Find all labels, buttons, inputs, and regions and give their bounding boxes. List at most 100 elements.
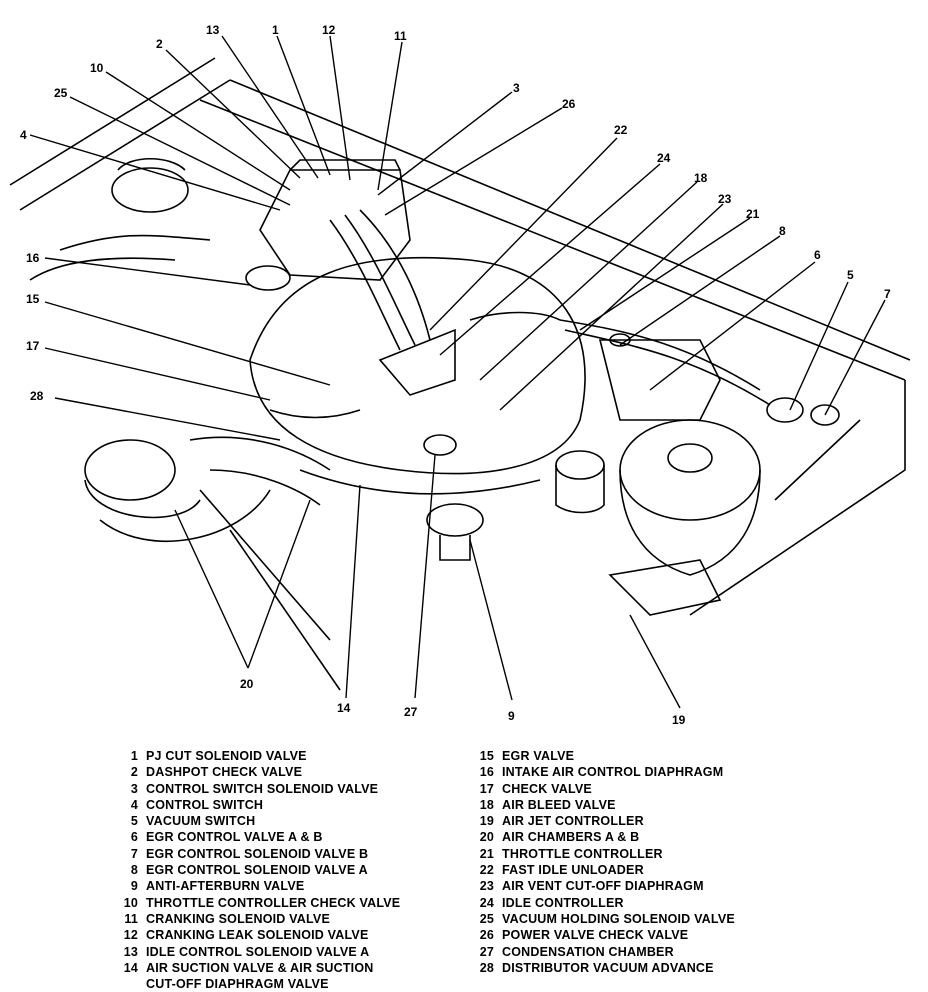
legend-label: DASHPOT CHECK VALVE (146, 765, 303, 780)
callout-15: 15 (26, 292, 40, 306)
legend-number: 3 (130, 781, 138, 796)
callout-13: 13 (206, 23, 220, 37)
legend-number: 15 (479, 749, 494, 763)
legend-item: 3 CONTROL SWITCH SOLENOID VALVE (112, 781, 400, 797)
legend-item: 4 CONTROL SWITCH (112, 797, 400, 813)
legend-number: 11 (124, 911, 138, 926)
legend-number: 26 (479, 928, 494, 943)
legend-number: 5 (130, 814, 138, 829)
legend-number: 19 (479, 814, 494, 829)
legend-number: 6 (130, 830, 138, 845)
callout-19: 19 (672, 713, 686, 727)
legend-item: 22 FAST IDLE UNLOADER (468, 862, 735, 878)
legend-number: 13 (123, 944, 138, 959)
callout-4: 4 (20, 128, 27, 142)
legend-item: 20 AIR CHAMBERS A & B (468, 829, 735, 845)
legend-number: 27 (479, 944, 494, 959)
callout-24: 24 (657, 151, 671, 165)
legend-label: EGR VALVE (502, 749, 575, 763)
callout-26: 26 (562, 97, 576, 111)
legend-item: 8 EGR CONTROL SOLENOID VALVE A (112, 862, 400, 878)
legend-item: 15 EGR VALVE (468, 748, 735, 764)
legend-label: INTAKE AIR CONTROL DIAPHRAGM (502, 765, 724, 780)
legend-label: THROTTLE CONTROLLER CHECK VALVE (146, 895, 401, 910)
legend-label: CONTROL SWITCH SOLENOID VALVE (146, 781, 379, 796)
legend-number: 12 (123, 928, 138, 943)
legend-item: 14 AIR SUCTION VALVE & AIR SUCTION (112, 960, 400, 976)
legend-number: 14 (123, 960, 138, 975)
legend-label: AIR SUCTION VALVE & AIR SUCTION (146, 960, 374, 975)
callout-22: 22 (614, 123, 628, 137)
legend-number: 10 (123, 895, 138, 910)
legend-label: THROTTLE CONTROLLER (502, 846, 663, 861)
legend-number: 22 (479, 863, 494, 878)
callout-6: 6 (814, 248, 821, 262)
callout-16: 16 (26, 251, 40, 265)
legend-label: DISTRIBUTOR VACUUM ADVANCE (502, 960, 714, 975)
legend-label: AIR BLEED VALVE (502, 797, 616, 812)
callout-labels: 13 1 12 11 2 10 25 3 26 4 22 24 18 23 21… (20, 23, 891, 727)
legend-label: POWER VALVE CHECK VALVE (502, 928, 689, 943)
legend-label: CHECK VALVE (502, 781, 592, 796)
legend-number: 24 (479, 895, 494, 910)
callout-1: 1 (272, 23, 279, 37)
leader-lines (29, 35, 886, 709)
legend-label: CRANKING LEAK SOLENOID VALVE (146, 928, 369, 943)
callout-17: 17 (26, 339, 40, 353)
legend-label: AIR CHAMBERS A & B (502, 830, 640, 845)
legend-item: 25 VACUUM HOLDING SOLENOID VALVE (468, 911, 735, 927)
legend-item: 26 POWER VALVE CHECK VALVE (468, 927, 735, 943)
legend-label: EGR CONTROL SOLENOID VALVE A (146, 863, 368, 878)
callout-27: 27 (404, 705, 418, 719)
legend-label: CRANKING SOLENOID VALVE (146, 911, 331, 926)
legend-item: 16 INTAKE AIR CONTROL DIAPHRAGM (468, 764, 735, 780)
callout-25: 25 (54, 86, 68, 100)
legend-item: 12 CRANKING LEAK SOLENOID VALVE (112, 927, 400, 943)
legend-number: 4 (130, 797, 138, 812)
legend-item: 1 PJ CUT SOLENOID VALVE (112, 748, 400, 764)
legend-item: 18 AIR BLEED VALVE (468, 797, 735, 813)
legend-number: 16 (479, 765, 494, 780)
parts-legend: 1 PJ CUT SOLENOID VALVE 2 DASHPOT CHECK VA… (0, 748, 928, 992)
legend-number: 28 (479, 960, 494, 975)
legend-number: 8 (130, 863, 138, 878)
legend-label: VACUUM HOLDING SOLENOID VALVE (502, 911, 735, 926)
legend-item: 17 CHECK VALVE (468, 781, 735, 797)
callout-8: 8 (779, 224, 786, 238)
callout-9: 9 (508, 709, 515, 723)
callout-21: 21 (746, 207, 760, 221)
callout-18: 18 (694, 171, 708, 185)
callout-14: 14 (337, 701, 351, 715)
legend-item-continuation: CUT-OFF DIAPHRAGM VALVE (112, 976, 400, 992)
engine-vacuum-hose-diagram: 13 1 12 11 2 10 25 3 26 4 22 24 18 23 21… (9, 23, 911, 727)
legend-label: FAST IDLE UNLOADER (502, 863, 644, 878)
legend-label: PJ CUT SOLENOID VALVE (146, 749, 307, 763)
legend-number: 25 (479, 911, 494, 926)
legend-number: 1 (130, 749, 138, 763)
callout-20: 20 (240, 677, 254, 691)
legend-number: 18 (479, 797, 494, 812)
legend-item: 13 IDLE CONTROL SOLENOID VALVE A (112, 944, 400, 960)
legend-label: CONTROL SWITCH (146, 797, 264, 812)
callout-2: 2 (156, 37, 163, 51)
legend-item: 10 THROTTLE CONTROLLER CHECK VALVE (112, 895, 400, 911)
legend-label: EGR CONTROL VALVE A & B (146, 830, 323, 845)
legend-label: EGR CONTROL SOLENOID VALVE B (146, 846, 369, 861)
legend-item: 2 DASHPOT CHECK VALVE (112, 764, 400, 780)
legend-number: 2 (130, 765, 138, 780)
legend-label: IDLE CONTROL SOLENOID VALVE A (146, 944, 370, 959)
legend-number: 20 (479, 830, 494, 845)
legend-column-left: 1 PJ CUT SOLENOID VALVE 2 DASHPOT CHECK VA… (112, 748, 400, 992)
legend-number: 17 (479, 781, 494, 796)
legend-label: ANTI-AFTERBURN VALVE (146, 879, 305, 894)
legend-item: 6 EGR CONTROL VALVE A & B (112, 829, 400, 845)
callout-11: 11 (394, 29, 407, 43)
legend-number: 7 (130, 846, 138, 861)
legend-number: 21 (479, 846, 494, 861)
callout-23: 23 (718, 192, 732, 206)
